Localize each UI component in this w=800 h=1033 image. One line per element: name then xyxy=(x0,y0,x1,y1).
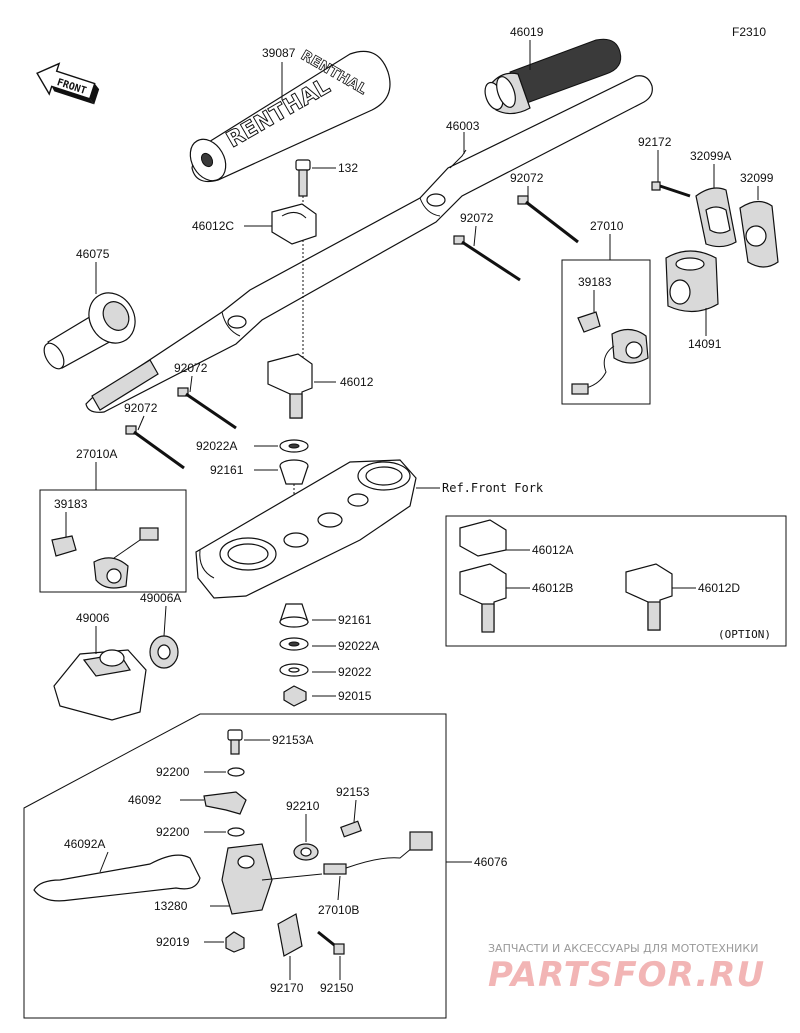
label-39183-b: 39183 xyxy=(54,497,88,511)
label-46012a: 46012A xyxy=(532,543,573,557)
nut-49006a xyxy=(149,635,179,669)
clamp-46012 xyxy=(267,353,313,419)
bolt-92153 xyxy=(340,820,362,838)
watermark-brand: PARTSFOR.RU xyxy=(488,955,765,995)
label-92072-b: 92072 xyxy=(460,211,494,225)
clamp-46012d xyxy=(625,563,673,631)
label-92200-a: 92200 xyxy=(156,765,190,779)
nut-92019 xyxy=(225,931,245,953)
bolt-92150 xyxy=(317,930,345,955)
label-92022: 92022 xyxy=(338,665,372,679)
label-92015: 92015 xyxy=(338,689,372,703)
damper-92161-top xyxy=(279,459,309,485)
label-27010a: 27010A xyxy=(76,447,117,461)
label-46076: 46076 xyxy=(474,855,508,869)
label-46092: 46092 xyxy=(128,793,162,807)
label-49006: 49006 xyxy=(76,611,110,625)
label-27010: 27010 xyxy=(590,219,624,233)
label-92153: 92153 xyxy=(336,785,370,799)
label-92022a-b: 92022A xyxy=(338,639,379,653)
clamp-46012a xyxy=(459,519,507,557)
label-92161: 92161 xyxy=(210,463,244,477)
adjuster-46092 xyxy=(203,791,247,815)
label-92150: 92150 xyxy=(320,981,354,995)
switch-27010 xyxy=(571,311,649,395)
label-46012d: 46012D xyxy=(698,581,740,595)
washer-92200-a xyxy=(227,767,245,777)
clamp-46012b xyxy=(459,563,507,633)
label-92019: 92019 xyxy=(156,935,190,949)
clamp-92170 xyxy=(277,913,303,957)
label-92200-b: 92200 xyxy=(156,825,190,839)
label-92072-c: 92072 xyxy=(174,361,208,375)
label-46075: 46075 xyxy=(76,247,110,261)
nut-92015 xyxy=(283,685,307,707)
label-ref-front-fork: Ref.Front Fork xyxy=(442,481,544,495)
label-46012: 46012 xyxy=(340,375,374,389)
watermark-tagline: ЗАПЧАСТИ И АКСЕССУАРЫ ДЛЯ МОТОТЕХНИКИ xyxy=(488,942,758,955)
label-49006a: 49006A xyxy=(140,591,181,605)
label-46012c: 46012C xyxy=(192,219,234,233)
handlebar xyxy=(85,75,653,413)
label-32099a: 32099A xyxy=(690,149,731,163)
switch-27010a xyxy=(51,527,159,589)
clamp-46012c xyxy=(271,203,317,245)
cable-tie-1 xyxy=(517,195,579,244)
diagram-code: F2310 xyxy=(732,25,766,39)
label-32099: 32099 xyxy=(740,171,774,185)
cable-tie-3 xyxy=(177,387,237,430)
label-92072-d: 92072 xyxy=(124,401,158,415)
box-27010a xyxy=(39,489,187,593)
label-46019: 46019 xyxy=(510,25,544,39)
label-27010b: 27010B xyxy=(318,903,359,917)
washer-92200-b xyxy=(227,827,245,837)
switch-housing-32099a xyxy=(695,187,737,248)
label-92170: 92170 xyxy=(270,981,304,995)
switch-14091 xyxy=(665,250,719,313)
switch-housing-32099 xyxy=(739,200,779,268)
front-arrow-icon: FRONT xyxy=(36,62,100,105)
cable-tie-4 xyxy=(125,425,185,470)
label-92022a: 92022A xyxy=(196,439,237,453)
bush-92210 xyxy=(293,843,319,861)
damper-92161-bottom xyxy=(279,603,309,628)
box-27010 xyxy=(561,259,651,405)
option-note: (OPTION) xyxy=(718,628,771,641)
label-92153a: 92153A xyxy=(272,733,313,747)
throttle-grip xyxy=(484,38,622,115)
label-14091: 14091 xyxy=(688,337,722,351)
switch-27010b xyxy=(323,831,433,875)
label-13280: 13280 xyxy=(154,899,188,913)
box-option xyxy=(445,515,787,647)
bolt-132 xyxy=(295,159,311,197)
label-132: 132 xyxy=(338,161,358,175)
label-92210: 92210 xyxy=(286,799,320,813)
label-92172: 92172 xyxy=(638,135,672,149)
box-46076 xyxy=(23,713,447,1019)
left-grip xyxy=(43,292,136,370)
lever-46092a xyxy=(33,854,201,902)
bolt-92153a xyxy=(227,729,243,755)
guard-49006 xyxy=(53,649,147,721)
handlebar-pad: RENTHAL RENTHAL xyxy=(189,47,391,183)
triple-clamp xyxy=(195,459,417,599)
label-39183-a: 39183 xyxy=(578,275,612,289)
bolt-92172 xyxy=(651,181,691,198)
label-92161-b: 92161 xyxy=(338,613,372,627)
perch-13280 xyxy=(221,843,323,915)
label-46003: 46003 xyxy=(446,119,480,133)
label-46012b: 46012B xyxy=(532,581,573,595)
label-39087: 39087 xyxy=(262,46,296,60)
label-46092a: 46092A xyxy=(64,837,105,851)
cable-tie-2 xyxy=(453,235,521,282)
label-92072-a: 92072 xyxy=(510,171,544,185)
